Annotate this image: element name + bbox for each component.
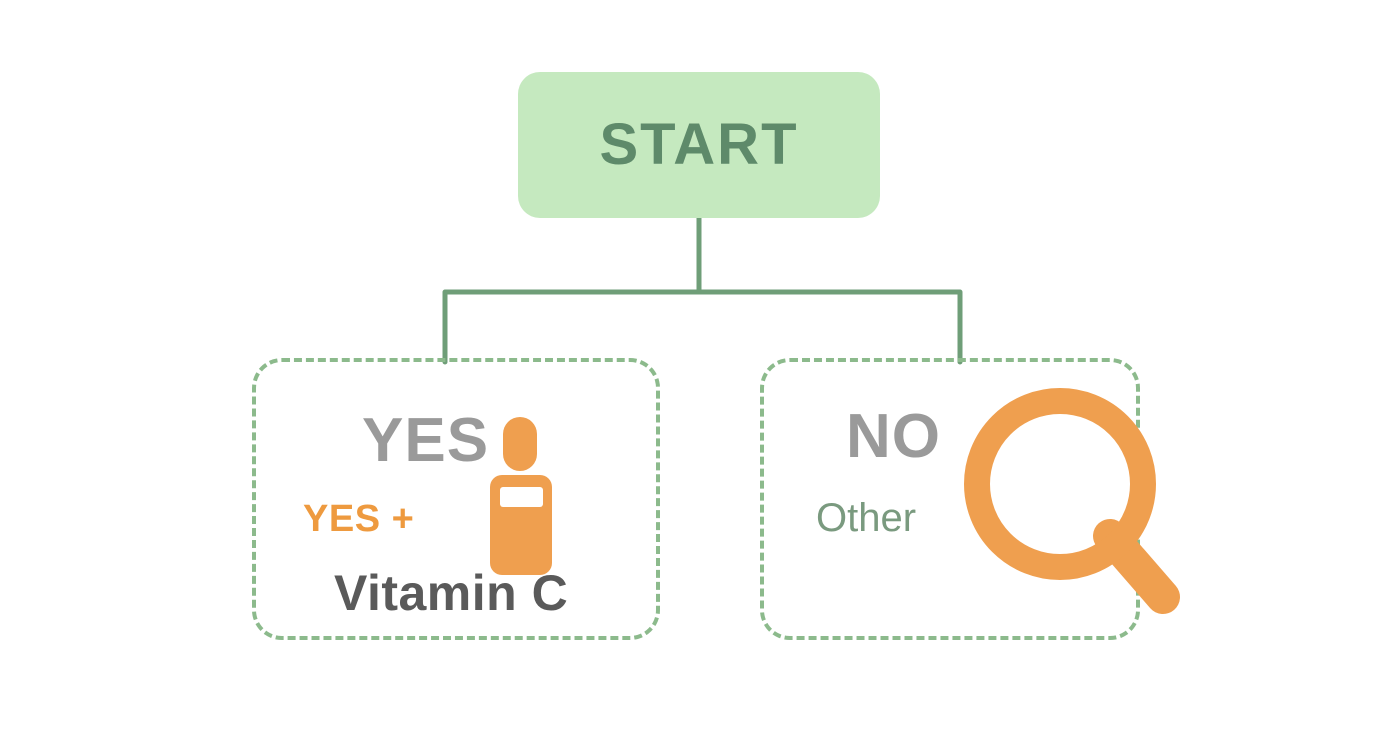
vitamin-bottle-icon bbox=[490, 417, 552, 575]
magnifier-icon bbox=[964, 388, 1180, 614]
branch-no-content: NO Other bbox=[764, 362, 1180, 636]
other-label: Other bbox=[816, 496, 917, 540]
branch-node-no[interactable]: NO Other bbox=[760, 358, 1180, 640]
start-node[interactable]: START bbox=[518, 72, 880, 218]
connector-branch-right bbox=[696, 289, 963, 365]
branch-yes-content: YES YES + Vitamin C bbox=[256, 362, 656, 636]
start-label: START bbox=[599, 112, 799, 177]
yes-answer-label: YES bbox=[362, 406, 490, 475]
vitamin-c-label: Vitamin C bbox=[334, 565, 569, 621]
yes-plus-label: YES + bbox=[303, 498, 415, 540]
branch-node-yes[interactable]: YES YES + Vitamin C bbox=[252, 358, 660, 640]
no-answer-label: NO bbox=[846, 402, 941, 471]
connector-branch-left bbox=[442, 289, 702, 365]
